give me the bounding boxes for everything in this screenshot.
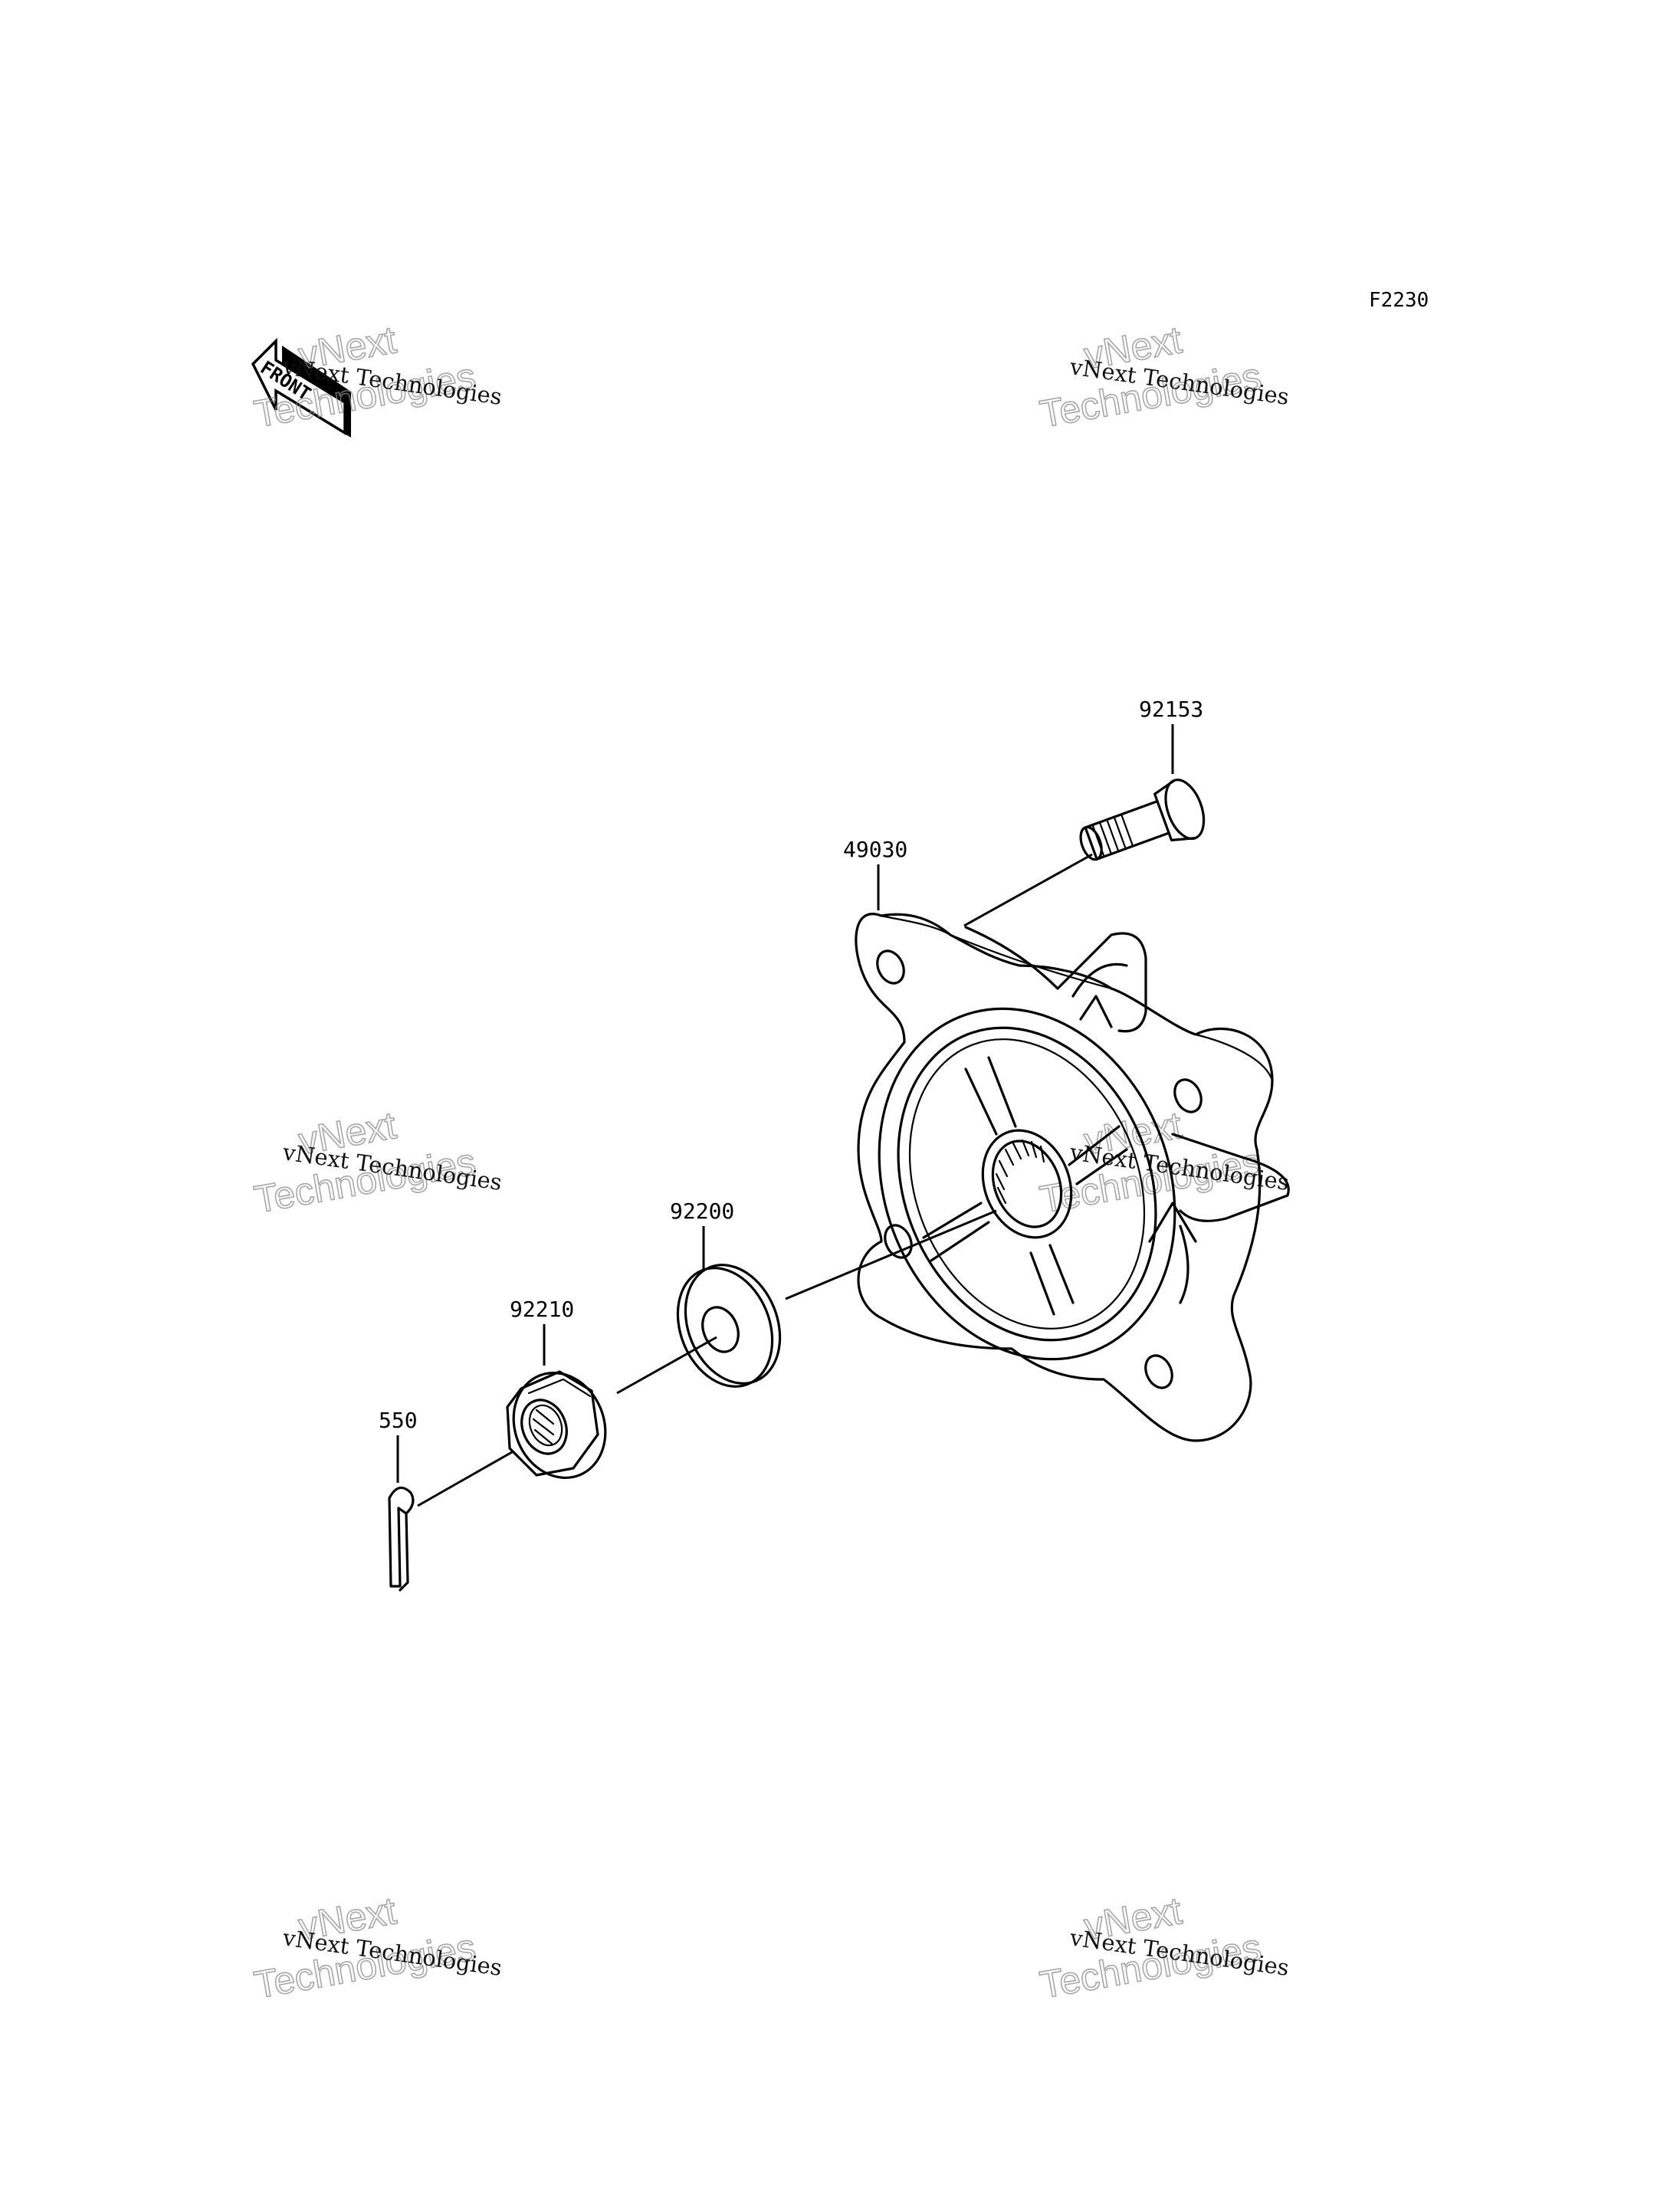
part-hub-49030: 49030 [843,837,1290,1442]
part-cotter-pin-550: 550 [379,1408,418,1592]
front-arrow-icon: FRONT [251,337,351,438]
part-label-cotter-pin: 550 [379,1408,418,1433]
part-label-hub: 49030 [843,837,907,862]
part-label-nut: 92210 [510,1297,574,1322]
part-nut-92210: 92210 [506,1297,607,1480]
spline-lines [995,1139,1045,1205]
part-label-washer: 92200 [670,1199,734,1224]
part-label-bolt: 92153 [1139,697,1203,722]
part-bolt-92153: 92153 [963,697,1206,927]
diagram-code: F2230 [1369,289,1429,312]
part-washer-92200: 92200 [670,1199,782,1388]
